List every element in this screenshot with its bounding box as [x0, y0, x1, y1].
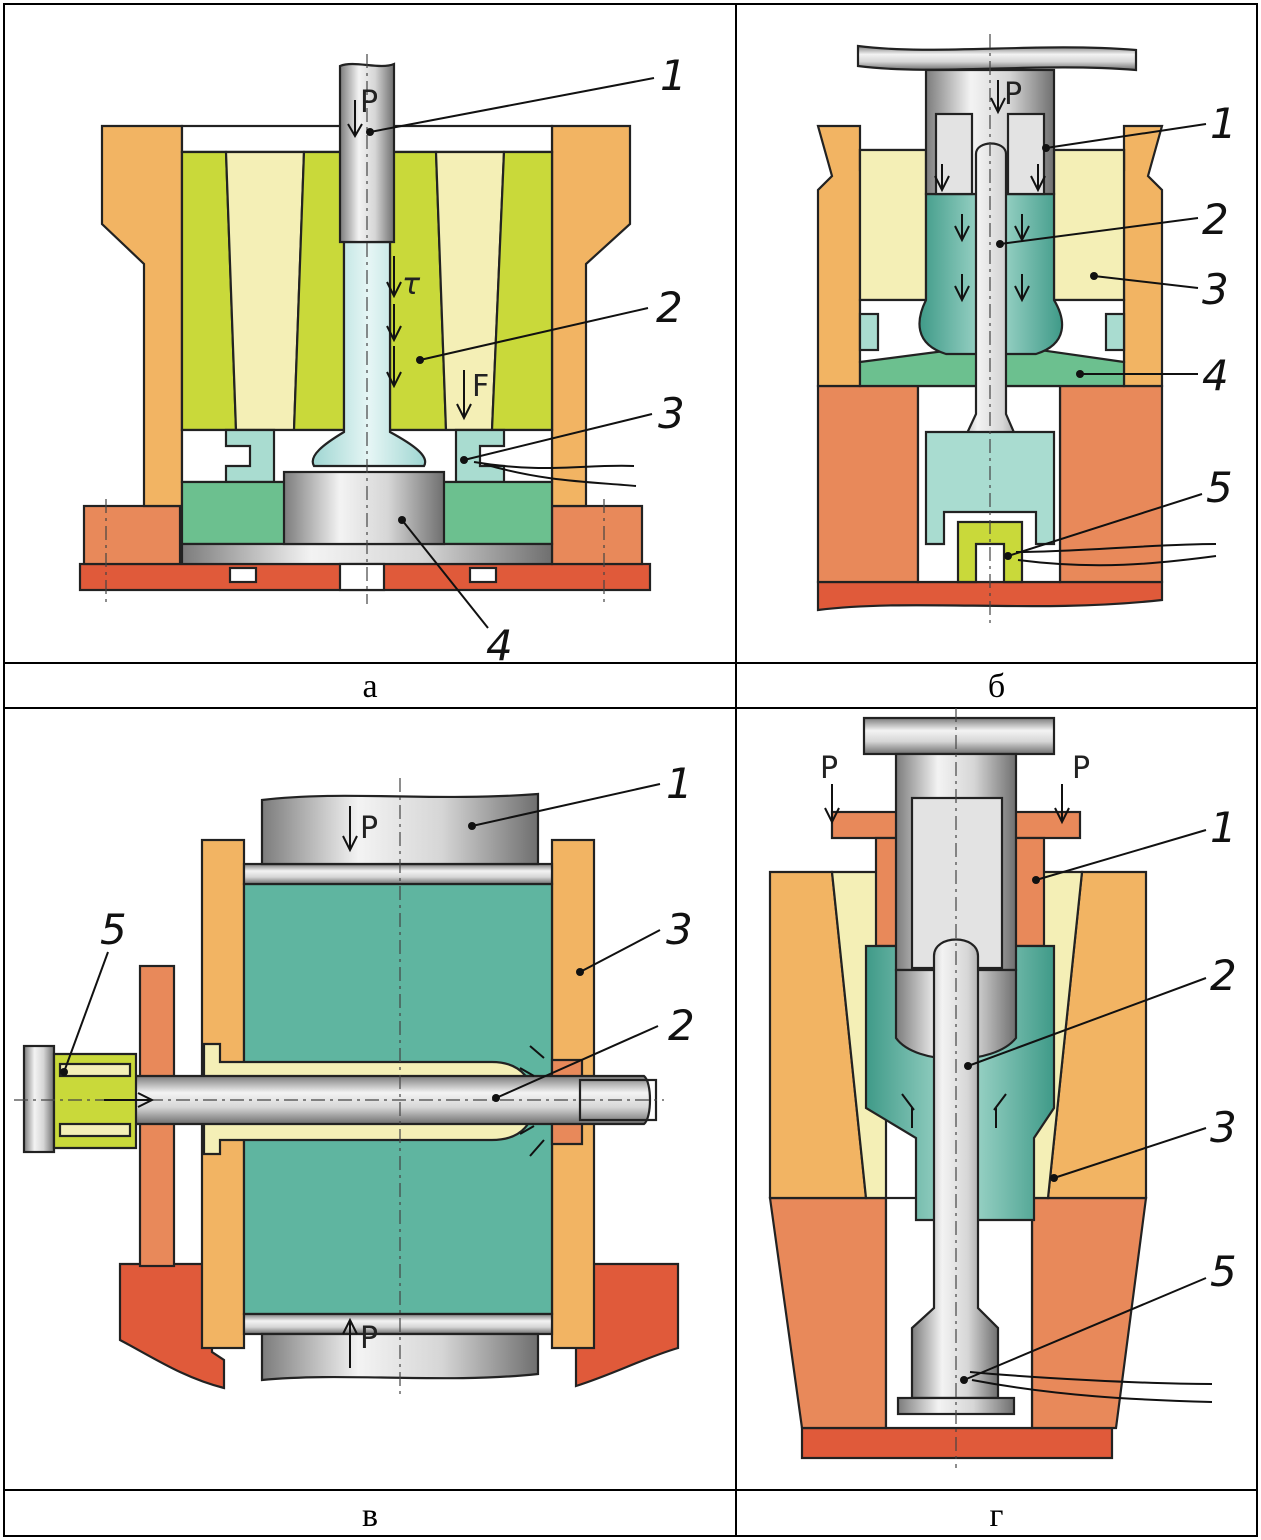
label-5: 5	[100, 905, 127, 954]
label-4: 4	[486, 621, 513, 663]
panel-a-diagram: P τ F 1 2 3 4	[4, 4, 736, 663]
plug-4	[282, 470, 446, 546]
caption-g: г	[989, 1497, 1004, 1534]
left-foot	[82, 504, 182, 566]
label-1: 1	[1210, 803, 1237, 852]
right-foot	[550, 504, 644, 566]
left-housing	[100, 124, 184, 508]
panel-v-diagram: P P 1 2 3 5	[4, 708, 736, 1490]
panel-g-diagram: P P 1 2 3 5	[736, 708, 1257, 1490]
label-2: 2	[1202, 195, 1229, 244]
label-2: 2	[656, 283, 683, 332]
symbol-tau: τ	[402, 267, 421, 302]
label-1: 1	[666, 759, 693, 808]
punch	[338, 62, 396, 244]
symbol-p-left: P	[820, 751, 838, 786]
label-3: 3	[1202, 265, 1229, 314]
caption-a: а	[362, 668, 378, 705]
label-5: 5	[1206, 463, 1233, 512]
symbol-p: P	[360, 85, 378, 120]
symbol-f: F	[472, 369, 489, 404]
label-1: 1	[660, 51, 687, 100]
label-3: 3	[1210, 1103, 1237, 1152]
symbol-p-right: P	[1072, 751, 1090, 786]
label-4: 4	[1202, 351, 1229, 400]
panel-b-diagram: P 1 2 3 4 5	[736, 4, 1257, 663]
label-3: 3	[658, 389, 685, 438]
symbol-p-top: P	[360, 811, 378, 846]
caption-b: б	[987, 668, 1006, 705]
workpiece	[311, 240, 427, 468]
label-3: 3	[666, 905, 693, 954]
label-2: 2	[668, 1001, 695, 1050]
caption-v: в	[361, 1497, 379, 1534]
label-1: 1	[1210, 99, 1237, 148]
symbol-p-bottom: P	[360, 1321, 378, 1356]
right-housing	[550, 124, 632, 508]
symbol-p: P	[1004, 77, 1022, 112]
label-5: 5	[1210, 1247, 1237, 1296]
label-2: 2	[1210, 951, 1237, 1000]
